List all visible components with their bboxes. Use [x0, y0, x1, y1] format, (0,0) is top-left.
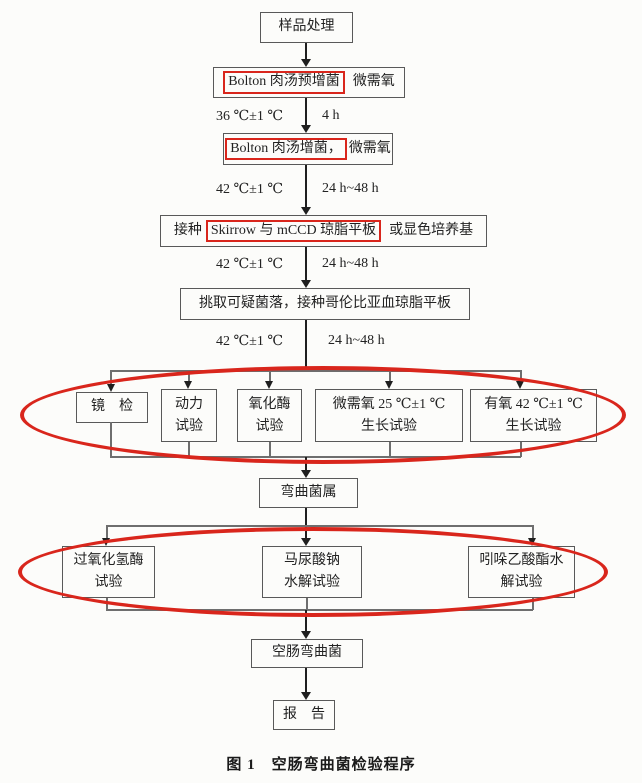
arrow-down-icon	[301, 207, 311, 215]
node-motility-test: 动力 试验	[161, 389, 217, 442]
edge-label-time: 24 h~48 h	[328, 333, 385, 348]
arrow-down-icon	[301, 538, 311, 546]
red-highlight-box: Bolton 肉汤预增菌	[223, 71, 345, 94]
connector-line	[106, 525, 533, 527]
arrow-down-icon	[102, 538, 110, 546]
node-bolton-pre-enrichment: Bolton 肉汤预增菌 微需氧	[213, 67, 405, 98]
arrow-down-icon	[106, 384, 115, 392]
node-label: 挑取可疑菌落，接种哥伦比亚血琼脂平板	[199, 295, 451, 311]
node-hippurate-hydrolysis-test: 马尿酸钠 水解试验	[262, 546, 362, 598]
connector-line	[106, 598, 108, 610]
arrow-line	[110, 370, 112, 385]
arrow-down-icon	[301, 59, 311, 67]
node-label: 氧化酶	[248, 396, 291, 412]
node-label: 试验	[255, 418, 284, 434]
node-bolton-enrichment: Bolton 肉汤增菌， 微需氧	[223, 133, 393, 165]
arrow-down-icon	[528, 538, 536, 546]
node-label: 试验	[175, 418, 203, 434]
arrow-down-icon	[301, 125, 311, 133]
node-label: 微需氧	[348, 140, 391, 156]
node-label: 或显色培养基	[389, 222, 474, 238]
node-sample-processing: 样品处理	[260, 12, 353, 43]
connector-line	[111, 370, 521, 372]
arrow-line	[188, 370, 190, 382]
arrow-line	[389, 370, 391, 382]
arrow-line	[269, 370, 271, 382]
arrow-line	[520, 370, 522, 382]
node-pick-colonies: 挑取可疑菌落，接种哥伦比亚血琼脂平板	[180, 288, 470, 320]
arrow-down-icon	[301, 470, 311, 478]
node-label: 马尿酸钠	[284, 553, 340, 569]
node-label: Bolton 肉汤增菌，	[230, 140, 342, 156]
arrow-line	[305, 320, 307, 371]
node-campylobacter-genus: 弯曲菌属	[259, 478, 358, 508]
arrow-down-icon	[301, 280, 311, 288]
edge-label-temperature: 42 ℃±1 ℃	[216, 334, 284, 349]
arrow-down-icon	[301, 692, 311, 700]
arrow-down-icon	[385, 381, 393, 389]
node-indoxyl-acetate-hydrolysis-test: 吲哚乙酸酯水 解试验	[468, 546, 575, 598]
arrow-down-icon	[301, 631, 311, 639]
node-label: 试验	[94, 575, 123, 590]
node-label: 样品处理	[278, 19, 335, 35]
node-label: 弯曲菌属	[280, 484, 337, 500]
red-highlight-box: Bolton 肉汤增菌，	[225, 137, 347, 161]
node-label: 空肠弯曲菌	[272, 645, 342, 661]
node-selective-plating: 接种 Skirrow 与 mCCD 琼脂平板 或显色培养基	[160, 215, 487, 247]
arrow-line	[305, 668, 307, 693]
node-label: Bolton 肉汤预增菌	[228, 74, 340, 90]
connector-line	[389, 442, 391, 457]
edge-label-temperature: 42 ℃±1 ℃	[216, 182, 284, 197]
edge-label-temperature: 36 ℃±1 ℃	[216, 109, 284, 124]
arrow-line	[305, 165, 307, 208]
connector-line	[110, 456, 521, 458]
node-label: 生长试验	[505, 418, 562, 434]
node-label: 接种	[173, 222, 202, 238]
edge-label-time: 24 h~48 h	[322, 256, 379, 271]
connector-line	[520, 442, 522, 457]
arrow-down-icon	[516, 381, 524, 389]
edge-label-time: 4 h	[322, 108, 340, 123]
arrow-line	[305, 98, 307, 126]
edge-label-temperature: 42 ℃±1 ℃	[216, 257, 284, 272]
node-oxidase-test: 氧化酶 试验	[237, 389, 302, 442]
node-report: 报 告	[273, 700, 335, 730]
node-label: 动力	[175, 396, 203, 412]
red-highlight-box: Skirrow 与 mCCD 琼脂平板	[205, 219, 382, 243]
node-label: 吲哚乙酸酯水	[479, 553, 564, 569]
node-label: 生长试验	[361, 418, 417, 434]
arrow-line	[305, 457, 307, 471]
node-label: 微需氧 25 ℃±1 ℃	[332, 396, 446, 412]
figure-caption: 图 1 空肠弯曲菌检验程序	[226, 757, 416, 773]
arrow-line	[106, 525, 108, 539]
connector-line	[532, 598, 534, 610]
connector-line	[106, 609, 533, 611]
connector-line	[110, 422, 112, 457]
arrow-line	[305, 610, 307, 632]
connector-line	[269, 442, 271, 457]
node-c-jejuni: 空肠弯曲菌	[251, 639, 363, 668]
edge-label-time: 24 h~48 h	[322, 181, 379, 196]
node-catalase-test: 过氧化氢酶 试验	[62, 546, 155, 598]
node-label: 过氧化氢酶	[73, 553, 144, 569]
arrow-line	[305, 247, 307, 281]
node-label: Skirrow 与 mCCD 琼脂平板	[210, 222, 377, 238]
node-aerobic-42-growth-test: 有氧 42 ℃±1 ℃ 生长试验	[470, 389, 597, 442]
node-microscopy-test: 镜 检	[76, 392, 148, 423]
arrow-down-icon	[265, 381, 273, 389]
node-microaerobic-25-growth-test: 微需氧 25 ℃±1 ℃ 生长试验	[315, 389, 463, 442]
connector-line	[188, 442, 190, 457]
arrow-line	[305, 508, 307, 539]
node-label: 有氧 42 ℃±1 ℃	[484, 396, 583, 412]
arrow-line	[305, 43, 307, 60]
node-label: 解试验	[500, 575, 543, 590]
node-label: 报 告	[283, 706, 325, 722]
node-label: 水解试验	[284, 575, 340, 590]
node-label: 镜 检	[91, 399, 133, 415]
node-label: 微需氧	[352, 74, 395, 90]
arrow-line	[532, 525, 534, 539]
connector-line	[306, 598, 308, 610]
arrow-down-icon	[184, 381, 192, 389]
